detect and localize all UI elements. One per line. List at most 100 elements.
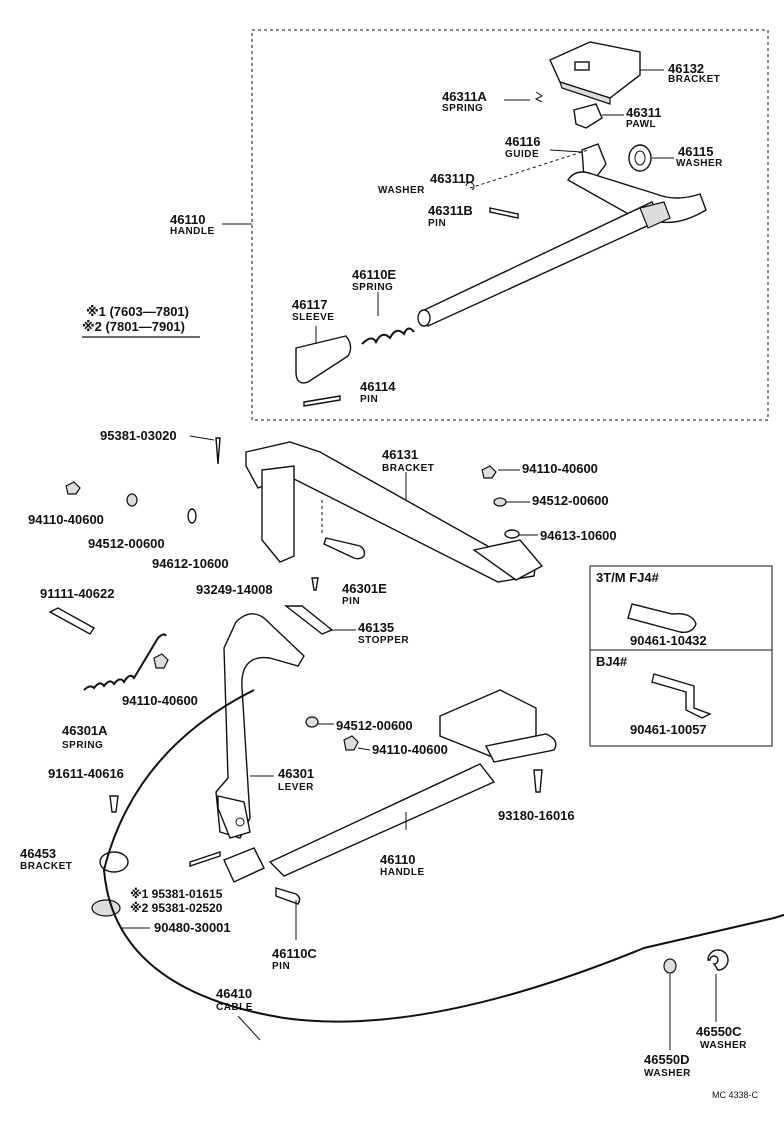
label-95381-01615: ※1 95381-01615 [130,887,223,901]
bolt-91611-40616-part [109,795,119,813]
label-46132-num: 46132 [668,61,704,76]
cable-46410-part [102,689,784,1023]
inset-bj4-partnum: 90461-10057 [630,722,707,737]
label-46115-name: WASHER [676,158,723,169]
pin-46301e-part [323,537,366,560]
label-46301a-name: SPRING [62,740,103,751]
label-95381-02520: ※2 95381-02520 [130,901,223,915]
washer-46550d-part [663,958,677,974]
label-46550d-name: WASHER [644,1068,691,1079]
inset-bj4-box [589,649,773,747]
spring-46311a-part [534,91,543,103]
label-46135-name: STOPPER [358,635,409,646]
cotter-95381-03020-part [215,437,221,465]
label-46550c-num: 46550C [696,1024,742,1039]
nut-94110-40600-right [481,465,497,479]
spring-46110e-part [361,327,415,345]
label-94612-10600: 94612-10600 [152,556,229,571]
label-94613-10600: 94613-10600 [540,528,617,543]
pin-46110c-part [275,887,301,905]
label-46311-name: PAWL [626,119,656,130]
washer-46550c-part [707,949,729,971]
label-46301-num: 46301 [278,766,314,781]
diagram-code: MC 4338-C [712,1090,759,1100]
note-2: ※2 (7801—7901) [82,319,185,334]
label-94512-00600-r: 94512-00600 [532,493,609,508]
label-46311a-name: SPRING [442,103,483,114]
label-46116-name: GUIDE [505,149,539,160]
washer-46115-part [628,144,652,172]
bracket-46132-part [549,41,641,105]
label-46131-name: BRACKET [382,463,434,474]
label-94512-00600-m: 94512-00600 [336,718,413,733]
label-46311d-num: 46311D [430,171,475,186]
label-46550d-num: 46550D [644,1052,690,1067]
spring-46301a-part [83,633,167,691]
handle-46110-top-part [417,171,707,327]
label-46110c-name: PIN [272,961,290,972]
stopper-46135-part [283,605,334,635]
label-46132-name: BRACKET [668,74,720,85]
label-46114-name: PIN [360,394,378,405]
washer-94612-10600 [187,508,197,524]
label-46110-bot-name: HANDLE [380,867,425,878]
washer-94613-10600 [504,529,520,539]
inset-bj4-part [651,673,712,719]
lever-46301-part [215,613,305,839]
label-46110-top-num: 46110 [170,212,205,227]
washer-94512-00600-mid [305,716,319,728]
handle-assembly-box [251,29,769,421]
inset-bj4-title: BJ4# [596,654,628,669]
label-46110-bot-num: 46110 [380,852,415,867]
label-46453-num: 46453 [20,846,56,861]
label-46110e-name: SPRING [352,282,393,293]
label-46115-num: 46115 [678,144,713,159]
label-90480-30001: 90480-30001 [154,920,231,935]
label-91611-40616: 91611-40616 [48,766,124,781]
pin-46114-part [303,395,341,407]
label-46453-name: BRACKET [20,861,72,872]
pin-46311b-part [489,207,519,219]
label-46301e-num: 46301E [342,581,387,596]
label-46131-num: 46131 [382,447,418,462]
label-46410-name: CABLE [216,1002,253,1013]
label-93180-16016: 93180-16016 [498,808,575,823]
label-46301a-num: 46301A [62,723,108,738]
inset-3tm-title: 3T/M FJ4# [596,570,660,585]
label-46110c-num: 46110C [272,946,317,961]
label-95381-03020: 95381-03020 [100,428,177,443]
handle-46110-bottom-part [223,689,557,883]
screw-93249-14008-part [311,577,319,591]
washer-46311d-part [465,182,475,191]
label-46116-num: 46116 [505,134,540,149]
label-46110e-num: 46110E [352,267,396,282]
label-94110-40600-m: 94110-40600 [122,693,198,708]
pawl-46311-part [573,103,603,129]
inset-3tm-partnum: 90461-10432 [630,633,707,648]
cotter-95381-01615-part [189,851,221,867]
label-46117-num: 46117 [292,297,327,312]
label-46311d-name: WASHER [378,185,425,196]
washer-94512-00600-left [126,493,138,507]
washer-94512-00600-right [493,497,507,507]
label-46301-name: LEVER [278,782,314,793]
label-46410-num: 46410 [216,986,252,1001]
nut-94110-40600-mid2 [343,735,359,751]
label-46311-num: 46311 [626,105,661,120]
label-94110-40600-m2: 94110-40600 [372,742,448,757]
bolt-91111-40622-part [48,607,96,635]
bracket-46131-part [245,441,544,583]
label-46114-num: 46114 [360,379,396,394]
nut-94110-40600-left [65,481,81,495]
label-46117-name: SLEEVE [292,312,334,323]
label-46301e-name: PIN [342,596,360,607]
label-94512-00600-l: 94512-00600 [88,536,165,551]
label-46110-top-name: HANDLE [170,226,215,237]
label-94110-40600-l: 94110-40600 [28,512,104,527]
label-46550c-name: WASHER [700,1040,747,1051]
label-46311b-num: 46311B [428,203,473,218]
label-93249-14008: 93249-14008 [196,582,273,597]
label-46135-num: 46135 [358,620,394,635]
label-46311b-name: PIN [428,218,446,229]
